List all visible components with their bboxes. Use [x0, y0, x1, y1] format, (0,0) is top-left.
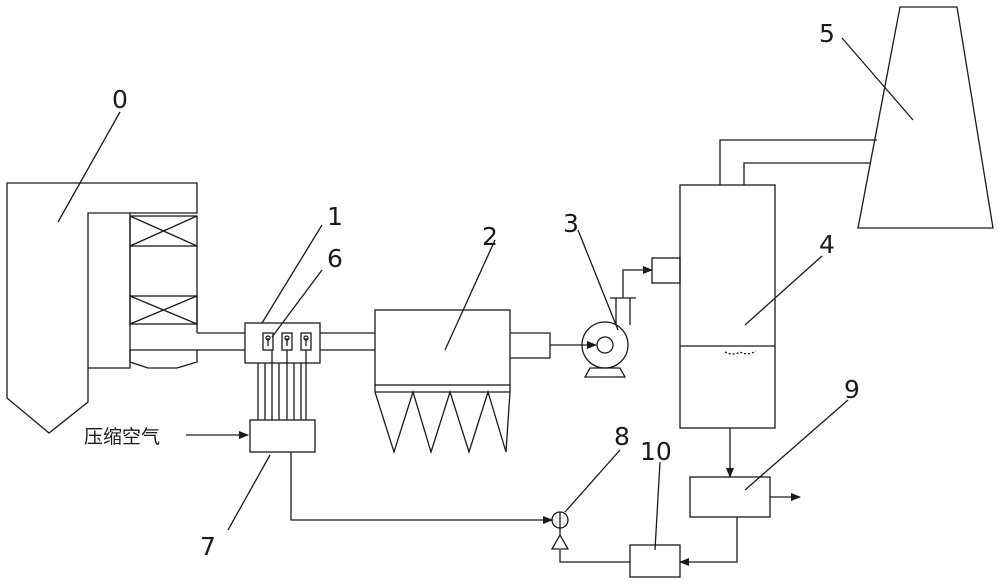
compressed-air-label: 压缩空气	[84, 426, 160, 448]
label-1: 1	[327, 202, 343, 231]
tank-to-pump-line	[559, 550, 630, 563]
label-2: 2	[482, 222, 498, 251]
induced-draft-fan	[581, 266, 653, 378]
air-distributor	[249, 419, 316, 453]
return-line	[290, 452, 553, 524]
absorber-outlet-duct	[719, 139, 877, 185]
absorber-tower	[679, 184, 776, 429]
heat-exchanger-section	[129, 215, 198, 333]
separator	[689, 476, 801, 518]
label-3: 3	[563, 209, 579, 238]
label-leaders	[57, 37, 914, 551]
injection-duct	[244, 322, 375, 364]
label-7: 7	[200, 532, 216, 561]
label-5: 5	[819, 19, 835, 48]
spray-nozzles	[257, 332, 312, 420]
pump	[550, 511, 570, 550]
chimney-stack	[857, 6, 994, 229]
boiler	[6, 182, 198, 434]
economizer-hopper	[129, 332, 245, 369]
label-6: 6	[327, 244, 343, 273]
label-0: 0	[112, 85, 128, 114]
label-8: 8	[614, 422, 630, 451]
absorber-inlet	[651, 257, 681, 284]
dust-collector	[374, 309, 551, 455]
separator-to-tank-line	[679, 517, 738, 566]
label-9: 9	[844, 375, 860, 404]
label-4: 4	[819, 230, 835, 259]
label-10: 10	[640, 437, 672, 466]
